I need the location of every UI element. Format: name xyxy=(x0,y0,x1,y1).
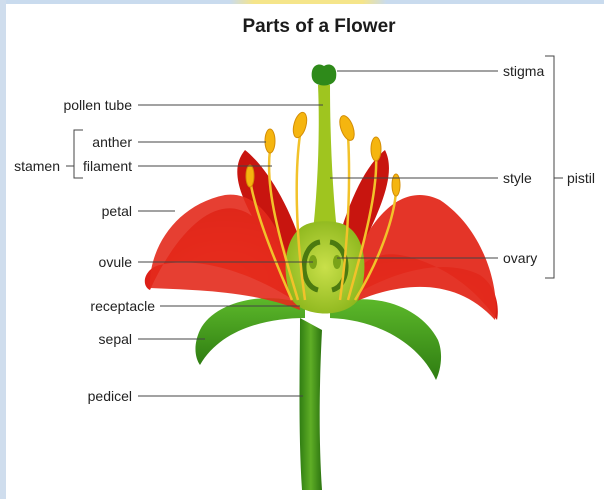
label-sepal: sepal xyxy=(99,331,132,347)
sepal-left-shape xyxy=(195,298,305,365)
ovule-right xyxy=(333,255,341,269)
label-filament: filament xyxy=(83,158,132,174)
stigma-shape xyxy=(312,65,337,86)
label-pistil: pistil xyxy=(567,170,595,186)
label-ovule: ovule xyxy=(99,254,133,270)
label-stigma: stigma xyxy=(503,63,544,79)
sepal-right-shape xyxy=(330,299,441,380)
label-anther: anther xyxy=(92,134,132,150)
page-title: Parts of a Flower xyxy=(242,16,396,37)
label-receptacle: receptacle xyxy=(90,298,155,314)
stamen-bracket xyxy=(74,130,83,178)
pistil-bracket xyxy=(545,56,554,278)
label-style: style xyxy=(503,170,532,186)
pedicel-shape xyxy=(300,318,323,490)
label-petal: petal xyxy=(102,203,132,219)
label-pedicel: pedicel xyxy=(88,388,132,404)
label-pollen-tube: pollen tube xyxy=(63,97,132,113)
style-shape xyxy=(312,85,338,240)
label-stamen: stamen xyxy=(14,158,60,174)
label-ovary: ovary xyxy=(503,250,537,266)
